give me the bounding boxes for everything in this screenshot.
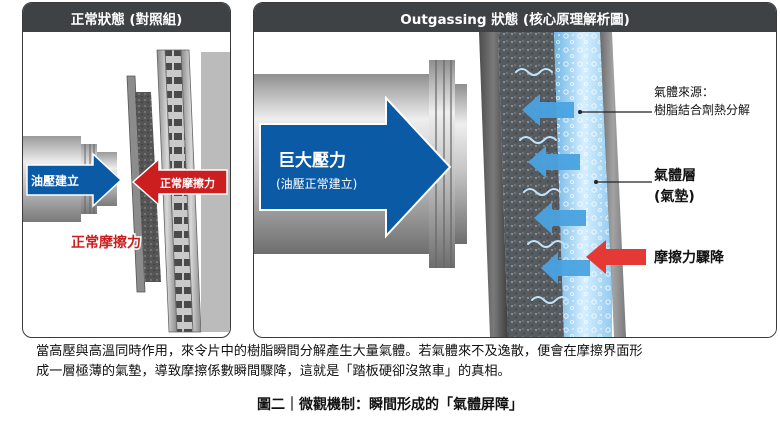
outgassing-illustration: 巨大壓力 (油壓正常建立) 氣體來源： 樹脂結合劑熱分解 氣體層 (氣墊) 摩擦… [254,32,776,337]
huge-pressure-label: 巨大壓力 [278,150,346,171]
gas-source-detail: 樹脂結合劑熱分解 [654,102,750,117]
gas-layer-label: 氣體層 [654,167,696,184]
friction-drop-label: 摩擦力驟降 [654,249,725,266]
normal-state-illustration: 油壓建立 正常摩擦力 正常摩擦力 [23,32,230,337]
friction-force-arrow-label: 正常摩擦力 [160,176,215,190]
huge-pressure-arrow [259,95,452,239]
outgassing-state-panel: Outgassing 狀態 (核心原理解析圖) [253,2,777,338]
friction-force-arrow [131,157,228,207]
figure-caption: 圖二｜微觀機制：瞬間形成的「氣體屏障」 [257,397,523,413]
description-line-2: 成一層極薄的氣墊，導致摩擦係數瞬間驟降，這就是「踏板硬卻沒煞車」的真相。 [36,364,511,379]
description-paragraph: 當高壓與高溫同時作用，來令片中的樹脂瞬間分解產生大量氣體。若氣體來不及逸散，便會… [36,342,756,382]
gas-escape-arrows [522,94,590,284]
normal-state-title: 正常狀態 (對照組) [23,3,230,32]
normal-friction-label: 正常摩擦力 [71,234,141,251]
gas-source-label: 氣體來源： [654,85,714,99]
hydraulic-pressure-arrow [26,152,123,208]
hydraulic-pressure-label: 油壓建立 [31,173,79,188]
normal-state-panel: 正常狀態 (對照組) [22,2,231,338]
backing-plate [479,32,508,337]
gas-cushion-label: (氣墊) [654,188,695,205]
friction-material [498,32,564,337]
description-line-1: 當高壓與高溫同時作用，來令片中的樹脂瞬間分解產生大量氣體。若氣體來不及逸散，便會… [36,344,643,359]
friction-drop-arrow [586,240,646,274]
pressure-normal-sublabel: (油壓正常建立) [276,176,357,191]
outgassing-state-title: Outgassing 狀態 (核心原理解析圖) [254,3,776,32]
